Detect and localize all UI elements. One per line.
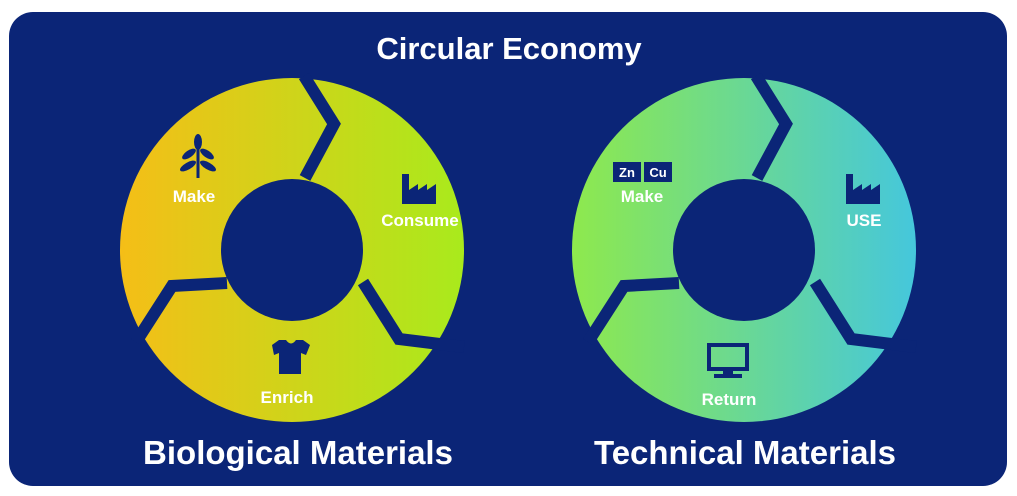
monitor-icon	[707, 343, 749, 378]
biological-stage-make: Make	[173, 187, 216, 206]
element-tiles-icon: Zn Cu	[613, 162, 672, 182]
technical-stage-return: Return	[702, 390, 757, 409]
biological-heading: Biological Materials	[143, 434, 453, 471]
factory-icon	[846, 174, 880, 204]
technical-ring-hole	[673, 179, 815, 321]
technical-arrow-divider-left	[582, 277, 680, 346]
element-label-zn: Zn	[619, 165, 635, 180]
biological-arrow-divider-top	[298, 72, 341, 181]
element-tile-cu	[644, 162, 672, 182]
diagram-canvas: Circular Economy Make Consume Enrich Bio…	[9, 12, 1007, 486]
biological-ring-hole	[221, 179, 363, 321]
technical-arrow-divider-right	[809, 278, 917, 353]
technical-stage-use: USE	[847, 211, 882, 230]
biological-stage-enrich: Enrich	[261, 388, 314, 407]
leaf-branch-icon	[180, 134, 216, 178]
biological-stage-consume: Consume	[381, 211, 458, 230]
technical-cycle: Zn Cu Make USE Return Technical Material…	[572, 72, 917, 471]
biological-cycle: Make Consume Enrich Biological Materials	[120, 72, 465, 471]
page-title: Circular Economy	[376, 31, 642, 66]
element-tile-zn	[613, 162, 641, 182]
technical-arrow-divider-top	[750, 72, 793, 181]
tshirt-icon	[272, 340, 310, 374]
factory-icon	[402, 174, 436, 204]
biological-arrow-divider-left	[130, 277, 228, 346]
technical-heading: Technical Materials	[594, 434, 896, 471]
element-label-cu: Cu	[649, 165, 666, 180]
technical-stage-make: Make	[621, 187, 664, 206]
biological-arrow-divider-right	[357, 278, 465, 353]
